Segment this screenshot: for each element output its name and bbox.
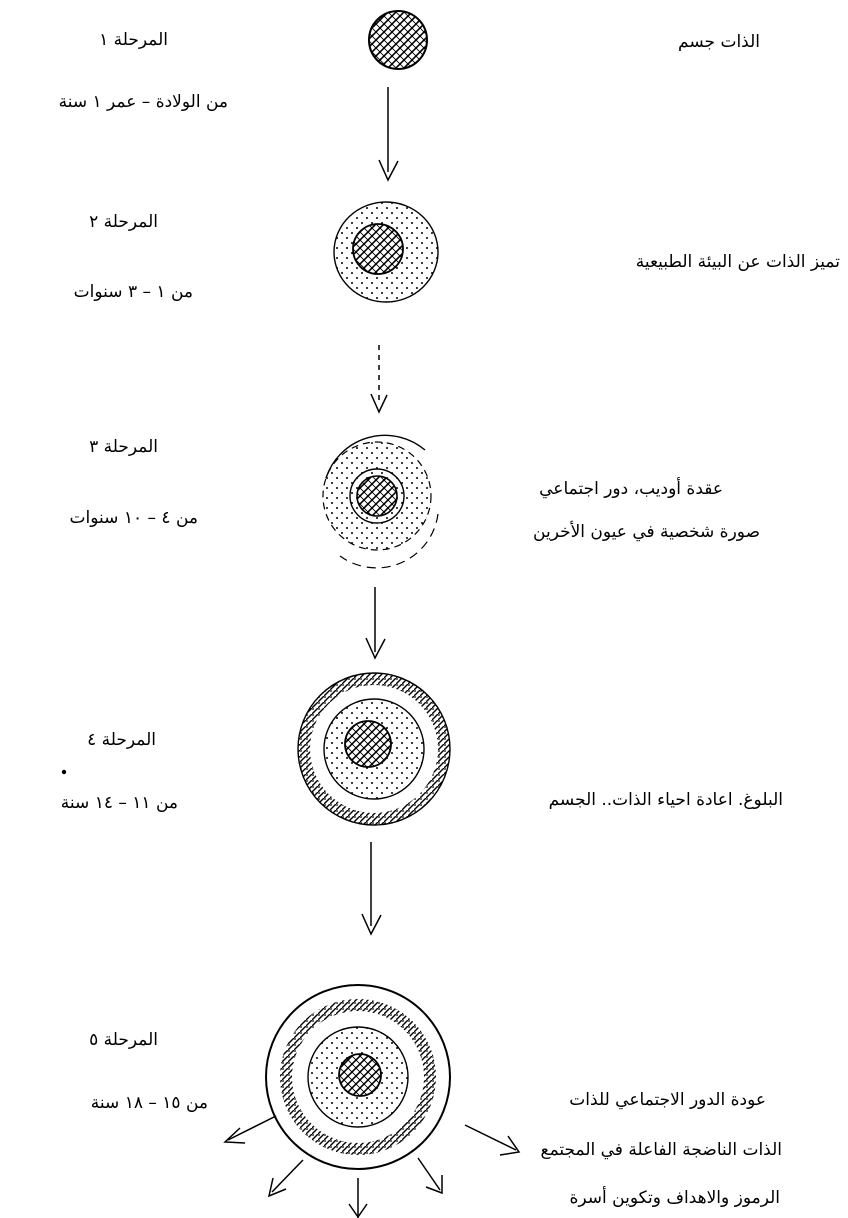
- stage-4-age: من ١١ – ١٤ سنة: [61, 793, 178, 813]
- stage-5-core: [339, 1054, 381, 1096]
- stage-2-core: [353, 224, 403, 274]
- stage-3-age: من ٤ – ١٠ سنوات: [70, 508, 198, 528]
- stage-1-description: الذات جسم: [678, 32, 760, 52]
- stage-4-description: البلوغ. اعادة احياء الذات.. الجسم: [549, 790, 783, 810]
- stage-1-core: [369, 11, 427, 69]
- stage-2-title: المرحلة ٢: [89, 212, 158, 232]
- stage-4-figure: [298, 673, 450, 825]
- stage-5-description-line-3: الرموز والاهداف وتكوين أسرة: [570, 1188, 781, 1208]
- stage-5-description-line-2: الذات الناضجة الفاعلة في المجتمع: [541, 1140, 782, 1160]
- stage-2-description: تميز الذات عن البيئة الطبيعية: [636, 252, 840, 272]
- stage-5-description-line-1: عودة الدور الاجتماعي للذات: [569, 1090, 766, 1110]
- stage-2-age: من ١ – ٣ سنوات: [74, 282, 193, 302]
- stage-3-figure: [323, 435, 438, 568]
- stage-3-description-line-1: عقدة أوديب، دور اجتماعي: [539, 479, 723, 499]
- stage-3-title: المرحلة ٣: [89, 437, 158, 457]
- stray-dot: [62, 770, 66, 774]
- arrow-4-5: [362, 842, 381, 934]
- arrow-3-4: [366, 587, 385, 658]
- stage-5-age: من ١٥ – ١٨ سنة: [91, 1093, 208, 1113]
- arrow-2-3: [371, 345, 387, 412]
- stage-1-figure: [369, 11, 427, 69]
- arrow-1-2: [379, 87, 398, 180]
- stage-5-figure: [266, 985, 450, 1169]
- stage-5-title: المرحلة ٥: [89, 1030, 158, 1050]
- stage-3-description-line-2: صورة شخصية في عيون الأخرين: [533, 522, 760, 542]
- stage-4-core: [345, 721, 391, 767]
- stage-3-core: [357, 476, 397, 516]
- stage-1-age: من الولادة – عمر ١ سنة: [59, 92, 228, 112]
- stage-2-figure: [334, 202, 438, 302]
- stage-4-title: المرحلة ٤: [87, 730, 156, 750]
- stage-1-title: المرحلة ١: [99, 30, 168, 50]
